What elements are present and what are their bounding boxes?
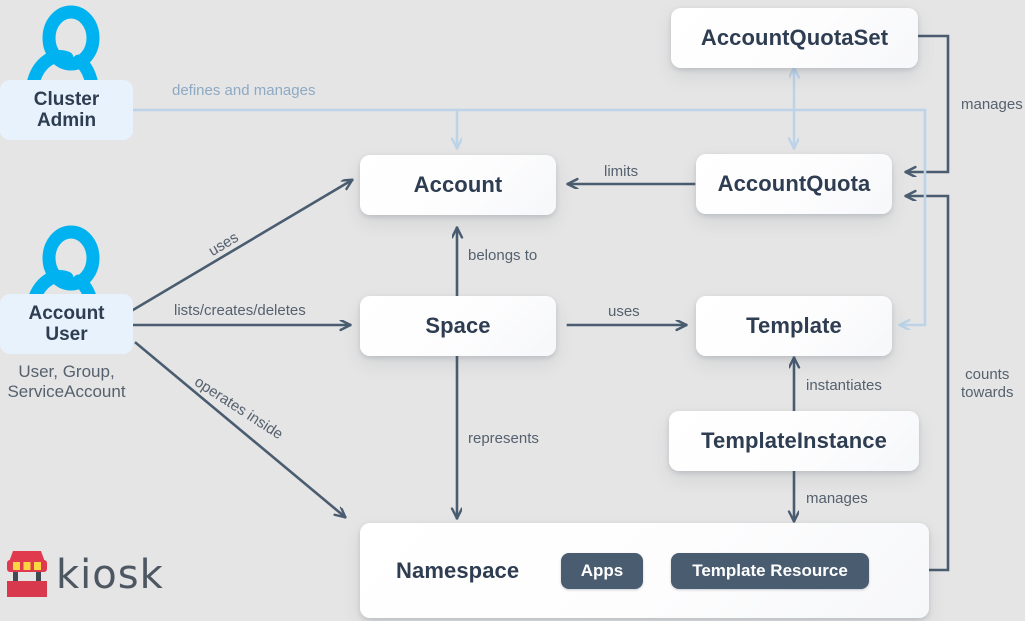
edge-operates-inside [134,341,347,519]
edge-label-manages-namespace: manages [806,490,868,507]
edge-uses-account [131,178,354,312]
edge-label-limits: limits [604,163,639,180]
edge-label-lists-creates-deletes: lists/creates/deletes [174,302,306,319]
account-user-subtext: User, Group, ServiceAccount [0,362,133,403]
edge-label-instantiates: instantiates [806,377,882,394]
edge-label-manages-quota: manages [961,96,1023,113]
cluster-admin-label: Cluster Admin [0,80,133,140]
edge-label-represents: represents [468,430,539,447]
kiosk-wordmark: kiosk [56,552,164,598]
counts-towards-line1: counts [965,366,1010,383]
node-space[interactable]: Space [360,296,556,356]
account-user-label-line1: Account [28,302,105,324]
node-account-quota[interactable]: AccountQuota [696,154,892,214]
cluster-admin-label-line1: Cluster [33,88,100,110]
cluster-admin-label-line2: Admin [36,110,97,131]
actor-account-user: Account User User, Group, ServiceAccount [0,222,133,402]
node-account[interactable]: Account [360,155,556,215]
edge-label-uses-template: uses [608,303,640,320]
kiosk-logo: kiosk [4,548,204,610]
node-template-instance[interactable]: TemplateInstance [669,411,919,471]
edge-manages-quota [906,34,950,172]
kiosk-stall-icon [7,551,47,597]
account-user-label-line2: User [45,324,88,345]
account-user-label: Account User [0,294,133,354]
badge-template-resource[interactable]: Template Resource [671,553,869,589]
edge-defines-to-template [900,108,927,325]
edge-label-defines-and-manages: defines and manages [172,82,316,99]
counts-towards-line2: towards [961,384,1014,402]
actor-cluster-admin: Cluster Admin [0,2,133,140]
badge-apps[interactable]: Apps [561,553,643,589]
edge-label-counts-towards: counts towards [961,366,1014,403]
node-template[interactable]: Template [696,296,892,356]
namespace-label: Namespace [396,557,520,583]
account-user-subtext-line2: ServiceAccount [7,382,126,402]
node-account-quota-set[interactable]: AccountQuotaSet [671,8,918,68]
account-user-subtext-line1: User, Group, [18,362,115,381]
edge-label-belongs-to: belongs to [468,247,538,264]
